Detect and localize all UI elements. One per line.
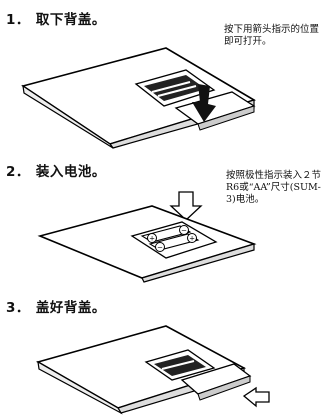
polarity-mark-1: + bbox=[149, 235, 155, 243]
cover-closing-illustration bbox=[35, 325, 270, 415]
polarity-mark-4: + bbox=[189, 235, 195, 243]
polarity-mark-2: − bbox=[181, 227, 187, 235]
step-3-number: 3． bbox=[6, 300, 30, 316]
step-2-note: 按照极性指示装入２节 R6或“AA”尺寸(SUM- 3)电池。 bbox=[226, 170, 322, 205]
step-2-number: 2． bbox=[6, 164, 30, 180]
down-arrow-icon bbox=[169, 191, 203, 221]
step-3-text: 盖好背盖。 bbox=[35, 300, 106, 316]
left-arrow-icon bbox=[242, 386, 270, 408]
step-1-number: 1． bbox=[6, 12, 30, 28]
step-1-text: 取下背盖。 bbox=[35, 12, 106, 28]
polarity-mark-3: − bbox=[157, 244, 163, 252]
step-1-title: 1． 取下背盖。 bbox=[6, 8, 106, 28]
step-2-text: 装入电池。 bbox=[35, 164, 106, 180]
step-2-title: 2． 装入电池。 bbox=[6, 160, 106, 180]
remote-cover-removal-illustration bbox=[21, 47, 256, 149]
step-1-note: 按下用箭头指示的位置 即可打开。 bbox=[224, 24, 320, 47]
battery-insertion-illustration: + − − + bbox=[37, 191, 257, 283]
step-3-title: 3． 盖好背盖。 bbox=[6, 296, 106, 316]
